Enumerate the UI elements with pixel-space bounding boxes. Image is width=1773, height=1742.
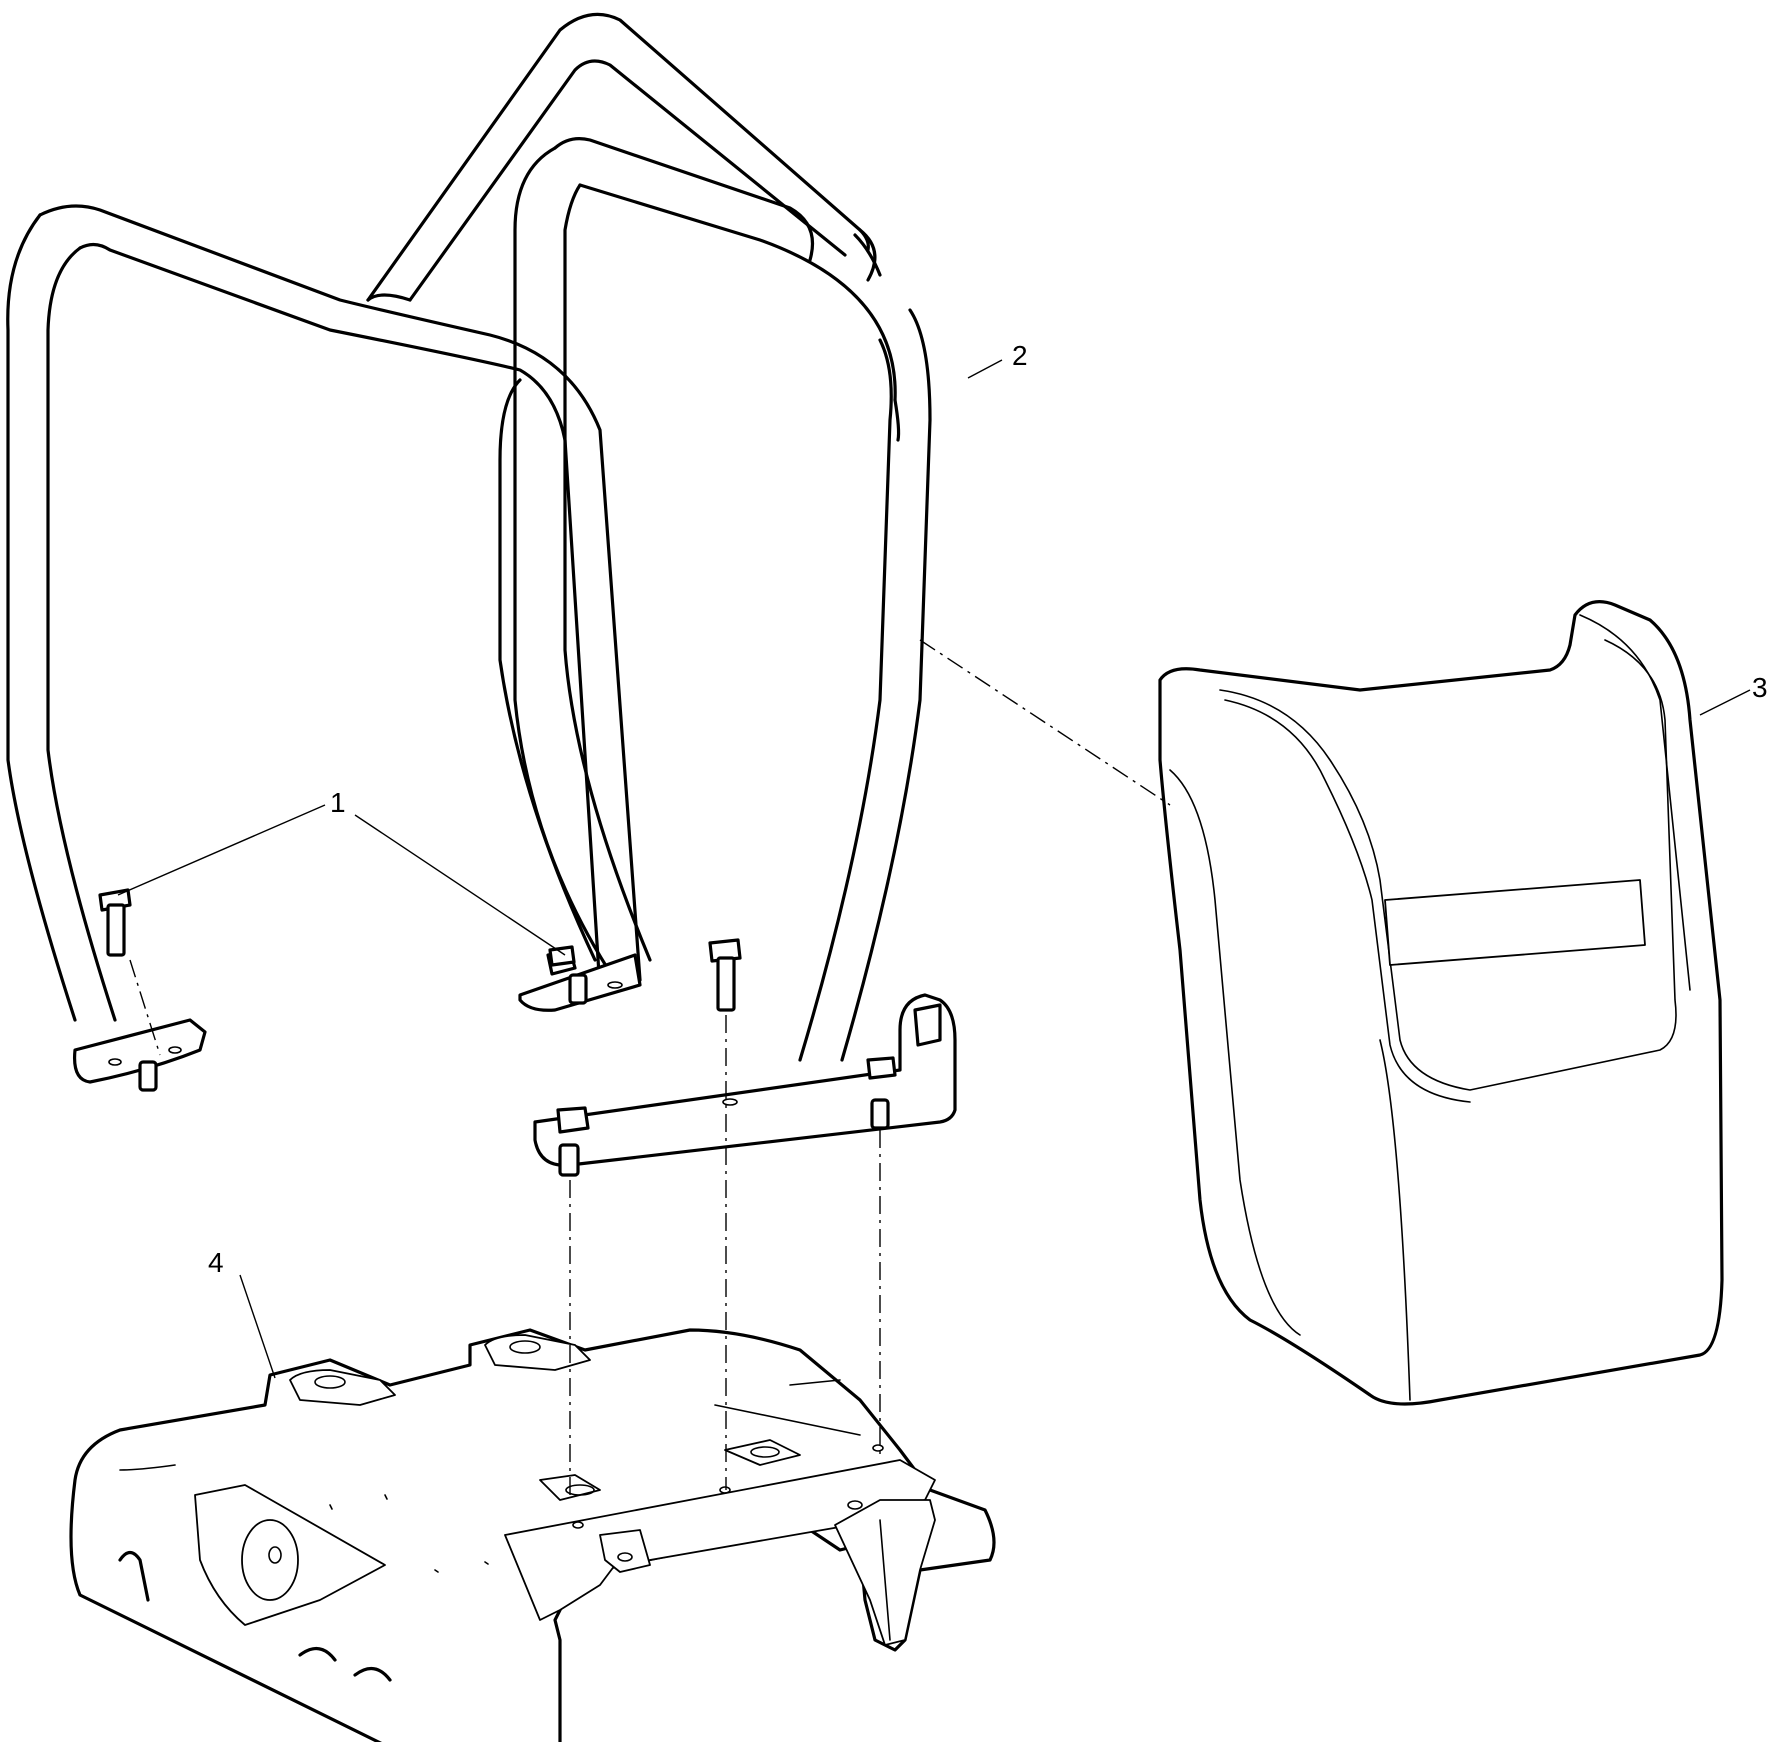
assembly-line-left: [129, 959, 161, 1056]
callout-1-label: 1: [330, 787, 346, 818]
callout-4-label: 4: [208, 1247, 224, 1278]
callout-3: 3: [1699, 672, 1768, 716]
callout-2: 2: [967, 340, 1028, 379]
callout-3-label: 3: [1752, 672, 1768, 703]
assembly-line-cover: [919, 639, 1171, 806]
callout-2-label: 2: [1012, 340, 1028, 371]
base-housing: [69, 1328, 996, 1742]
bolt-left: [98, 888, 132, 957]
bolt-center: [708, 938, 742, 1012]
handle-frame: [6, 12, 957, 1177]
bolt-rear: [548, 945, 576, 967]
callout-4: 4: [208, 1247, 276, 1379]
assembly-lines: [129, 639, 1171, 1495]
bolt-group: [98, 888, 742, 1012]
cover: [1158, 600, 1724, 1406]
callout-1: 1: [117, 787, 566, 956]
